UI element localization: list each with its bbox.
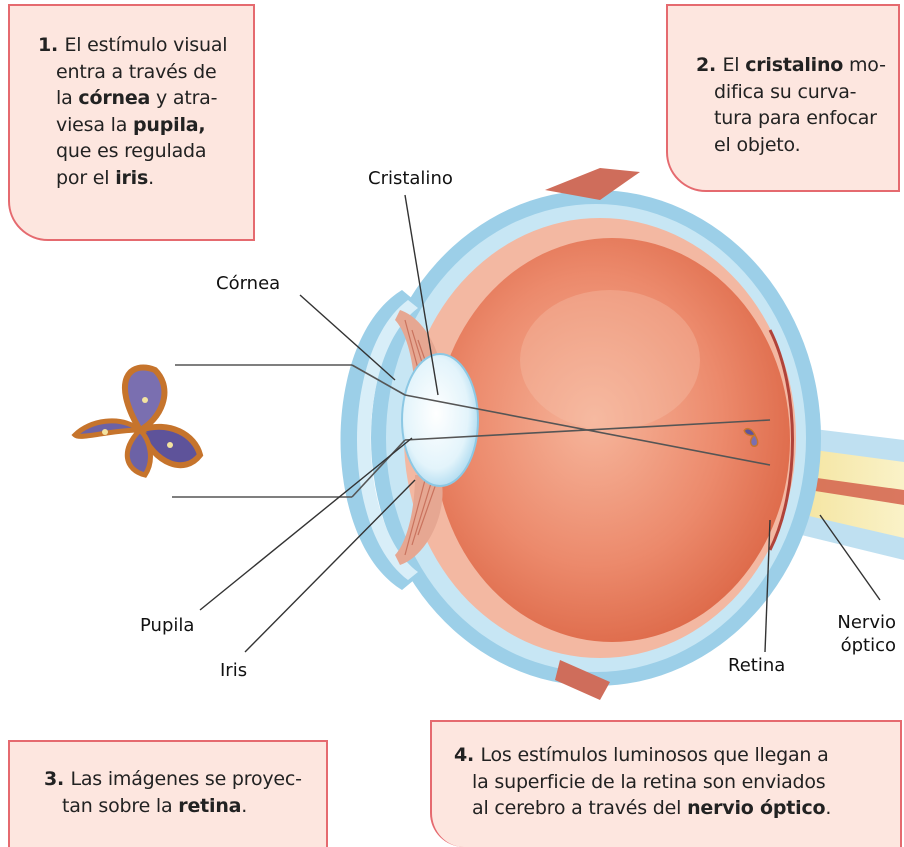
box-line: 3. Las imágenes se proyec- <box>44 766 320 793</box>
text-segment: la <box>56 87 79 110</box>
bold-term: retina <box>178 794 242 817</box>
label-cristalino: Cristalino <box>368 168 453 189</box>
box-line: por el iris. <box>38 165 247 192</box>
box-line: 2. El cristalino mo- <box>696 52 892 79</box>
box-line: 4. Los estímulos luminosos que llegan a <box>454 742 894 769</box>
retina-image <box>743 427 759 447</box>
bold-term: cristalino <box>745 54 844 76</box>
text-segment: El <box>722 54 746 76</box>
box-line: difica su curva- <box>696 79 892 106</box>
text-segment: entra a través de <box>56 60 217 83</box>
lens-shape <box>401 353 479 487</box>
eye-interior <box>434 238 790 642</box>
text-segment: y atra- <box>150 87 218 110</box>
label-leader-lines <box>199 194 881 653</box>
box-line: la superficie de la retina son enviados <box>454 769 894 796</box>
box-line: viesa la pupila, <box>38 112 247 139</box>
text-segment: la superficie de la retina son enviados <box>472 770 826 793</box>
text-segment: mo- <box>843 54 886 76</box>
label-pupila: Pupila <box>140 615 195 636</box>
label-nervio-optico: Nervio óptico <box>836 612 896 657</box>
text-segment: . <box>825 797 832 820</box>
text-segment: . <box>241 794 248 817</box>
box-line: entra a través de <box>38 59 247 86</box>
text-segment: que es regulada <box>56 140 207 163</box>
step-3-text: 3. Las imágenes se proyec-tan sobre la r… <box>44 766 320 819</box>
box-line: el objeto. <box>696 132 892 159</box>
text-segment: . <box>148 166 154 189</box>
label-nervio-line2: óptico <box>840 634 896 656</box>
retina-shape <box>768 329 794 551</box>
text-segment: al cerebro a través del <box>472 797 688 820</box>
step-2-box: 2. El cristalino mo-difica su curva-tura… <box>666 4 900 192</box>
text-segment: El estímulo visual <box>64 34 228 56</box>
text-segment: Los estímulos luminosos que llegan a <box>480 744 829 766</box>
text-segment: tura para enfocar <box>714 107 877 130</box>
box-line: tan sobre la retina. <box>44 793 320 820</box>
light-rays <box>172 364 771 498</box>
label-nervio-line1: Nervio <box>837 612 896 633</box>
text-segment: el objeto. <box>714 133 801 156</box>
step-number: 1. <box>38 34 65 56</box>
step-number: 2. <box>696 54 723 76</box>
text-segment: difica su curva- <box>714 80 857 103</box>
box-line: que es regulada <box>38 138 247 165</box>
label-retina: Retina <box>728 655 786 676</box>
butterfly-image <box>71 364 204 478</box>
box-line: al cerebro a través del nervio óptico. <box>454 795 894 822</box>
text-segment: tan sobre la <box>62 794 179 817</box>
box-line: 1. El estímulo visual <box>38 32 247 59</box>
label-cornea: Córnea <box>216 273 281 294</box>
bold-term: pupila, <box>133 113 206 136</box>
bold-term: nervio óptico <box>687 797 826 820</box>
step-2-text: 2. El cristalino mo-difica su curva-tura… <box>696 52 892 158</box>
step-number: 3. <box>44 768 71 790</box>
text-segment: Las imágenes se proyec- <box>70 768 302 790</box>
cornea-shape <box>340 290 420 590</box>
bold-term: córnea <box>78 87 151 110</box>
text-segment: viesa la <box>56 113 134 136</box>
bold-term: iris <box>115 166 149 189</box>
eye-muscle-top <box>545 168 640 200</box>
text-segment: por el <box>56 166 116 189</box>
step-number: 4. <box>454 744 481 766</box>
box-line: tura para enfocar <box>696 105 892 132</box>
eye-muscle-bottom <box>555 660 610 700</box>
label-iris: Iris <box>220 660 248 681</box>
box-line: la córnea y atra- <box>38 85 247 112</box>
step-3-box: 3. Las imágenes se proyec-tan sobre la r… <box>8 740 328 847</box>
